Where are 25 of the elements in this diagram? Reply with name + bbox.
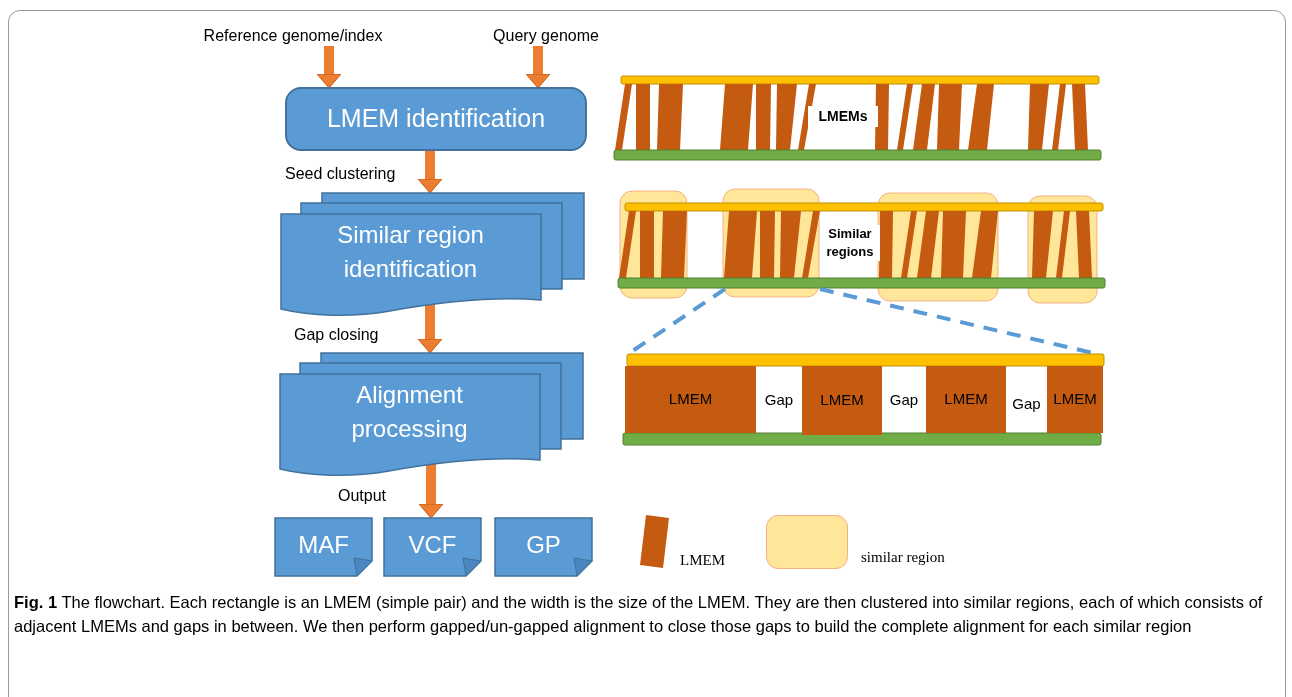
legend-label: LMEM [680,551,725,570]
block-arrow [417,303,443,354]
process-box: LMEM identification [285,87,587,151]
output-file-shape: GP [494,517,593,577]
edge-label: Seed clustering [285,164,396,184]
lmem-block: LMEM [926,366,1006,433]
block-arrow [418,463,444,519]
block-arrow [316,46,342,89]
block-arrow [417,151,443,194]
input-label: Reference genome/index [190,24,396,46]
output-file-shape: MAF [274,517,373,577]
legend-label: similar region [861,548,945,567]
lmem-block: LMEM [1047,366,1103,433]
diagram-label: Gap [888,390,920,410]
output-file-shape: VCF [383,517,482,577]
lmem-block: LMEM [802,366,882,435]
diagram-label: LMEMs [808,106,878,127]
input-label: Query genome [484,24,608,46]
diagram-label: Gap [763,390,795,410]
edge-label: Output [338,486,387,506]
diagram-label: Gap [1011,394,1042,414]
block-arrow [525,46,551,89]
edge-label: Gap closing [294,325,379,345]
lmem-block: LMEM [625,366,756,433]
figure-caption: Fig. 1 The flowchart. Each rectangle is an LMEM (simple pair) and the width is the size of the LMEM. They are then clustered into similar regions, each of which consists of adjacent LMEMs and gaps in between. We then perform gapped/un-gapped alignment to close those gaps to build the complete alignment for each similar region [14,592,1264,637]
